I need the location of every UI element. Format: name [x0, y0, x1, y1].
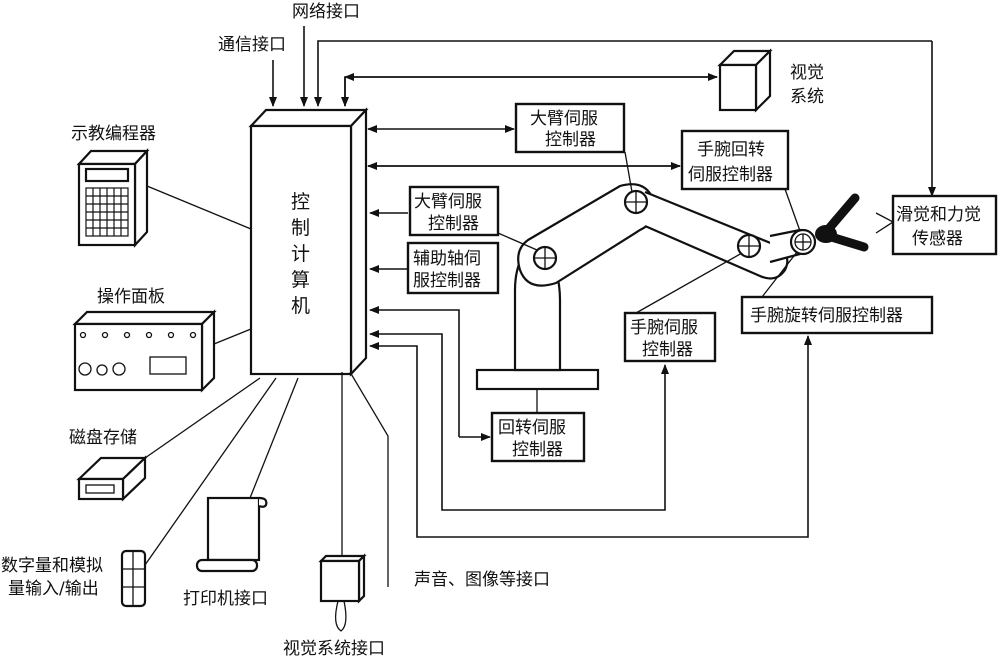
- printer-cable: [249, 377, 299, 499]
- servo-box-wrist-rotate-line1: 手腕回转: [697, 140, 765, 160]
- printer-interface-label: 打印机接口: [183, 589, 268, 609]
- servo-box-auxiliary-axis-line1: 辅助轴伺: [413, 249, 481, 269]
- leader-lines: [497, 151, 801, 314]
- robot-forearm: [644, 190, 789, 280]
- servo-box-base-rotation-line2: 控制器: [512, 440, 563, 460]
- controller-char-3: 计: [291, 243, 310, 265]
- servo-box-base-rotation-line1: 回转伺服: [498, 418, 566, 438]
- servo-box-wrist: 手腕伺服 控制器: [623, 311, 717, 363]
- disk-storage-icon: [76, 455, 148, 502]
- printer-icon: [195, 496, 268, 573]
- teach-pendant-icon: [76, 148, 150, 248]
- io-label-line2: 量输入/输出: [8, 579, 99, 599]
- joint-wrist-spin: [789, 228, 817, 256]
- vision-interface-label: 视觉系统接口: [283, 639, 385, 658]
- servo-box-base-rotation: 回转伺服 控制器: [490, 411, 586, 463]
- audio-image-cable: [349, 371, 389, 587]
- servo-box-upper-arm-mid-line2: 控制器: [428, 214, 479, 234]
- servo-box-wrist-line2: 控制器: [642, 340, 693, 360]
- io-module-icon: [120, 549, 147, 608]
- robot-arm: [475, 183, 869, 413]
- joint-shoulder: [532, 245, 558, 271]
- top-input-arrows: [269, 26, 936, 197]
- audio-image-interface-label: 声音、图像等接口: [414, 570, 550, 590]
- servo-box-upper-arm-mid-line1: 大臂伺服: [414, 192, 482, 212]
- servo-box-upper-arm-top: 大臂伺服 控制器: [514, 102, 626, 154]
- servo-box-upper-arm-mid: 大臂伺服 控制器: [408, 185, 500, 237]
- servo-box-auxiliary-axis: 辅助轴伺 服控制器: [406, 241, 500, 295]
- sensor-line2: 传感器: [912, 229, 963, 249]
- disk-storage-cable: [144, 377, 261, 459]
- vision-system-cube: [717, 48, 773, 113]
- controller-char-5: 机: [291, 295, 310, 317]
- servo-box-wrist-rotate-line2: 伺服控制器: [688, 165, 773, 185]
- robot-base-plate: [475, 368, 600, 391]
- joint-elbow: [623, 189, 649, 215]
- servo-box-wrist-spin-line1: 手腕旋转伺服控制器: [750, 306, 903, 326]
- io-label-line1: 数字量和模拟: [1, 556, 103, 576]
- sensor-line1: 滑觉和力觉: [896, 205, 981, 225]
- servo-box-wrist-spin: 手腕旋转伺服控制器: [740, 295, 934, 335]
- servo-box-wrist-line1: 手腕伺服: [630, 318, 698, 338]
- servo-box-auxiliary-axis-line2: 服控制器: [413, 271, 481, 291]
- controller-char-2: 制: [291, 217, 310, 239]
- vision-system-label-1: 视觉: [790, 63, 824, 83]
- vision-interface-camera-icon: [318, 553, 367, 632]
- slip-force-sensor-box: 滑觉和力觉 传感器: [891, 194, 998, 256]
- vision-feed-line: [344, 76, 717, 106]
- gripper: [815, 193, 869, 252]
- teach-pendant-cable: [146, 185, 252, 230]
- io-cable: [144, 377, 277, 566]
- servo-signal-lines: [367, 125, 812, 538]
- servo-box-wrist-rotate: 手腕回转 伺服控制器: [680, 129, 790, 191]
- network-interface-label: 网络接口: [292, 2, 360, 22]
- vision-system-label-2: 系统: [790, 87, 824, 107]
- controller-char-4: 算: [291, 269, 310, 291]
- operation-panel-cable: [213, 328, 252, 345]
- operation-panel-icon: [72, 309, 217, 393]
- controller-char-1: 控: [291, 191, 310, 213]
- servo-box-upper-arm-top-line1: 大臂伺服: [530, 109, 598, 129]
- communication-interface-label: 通信接口: [218, 35, 286, 55]
- joint-wrist: [736, 233, 762, 259]
- servo-box-upper-arm-top-line2: 控制器: [545, 130, 596, 150]
- sensor-pointer: [875, 212, 895, 234]
- disk-storage-label: 磁盘存储: [69, 428, 137, 448]
- teach-pendant-label: 示教编程器: [71, 124, 156, 144]
- operation-panel-label: 操作面板: [97, 287, 165, 307]
- control-computer: [248, 107, 369, 377]
